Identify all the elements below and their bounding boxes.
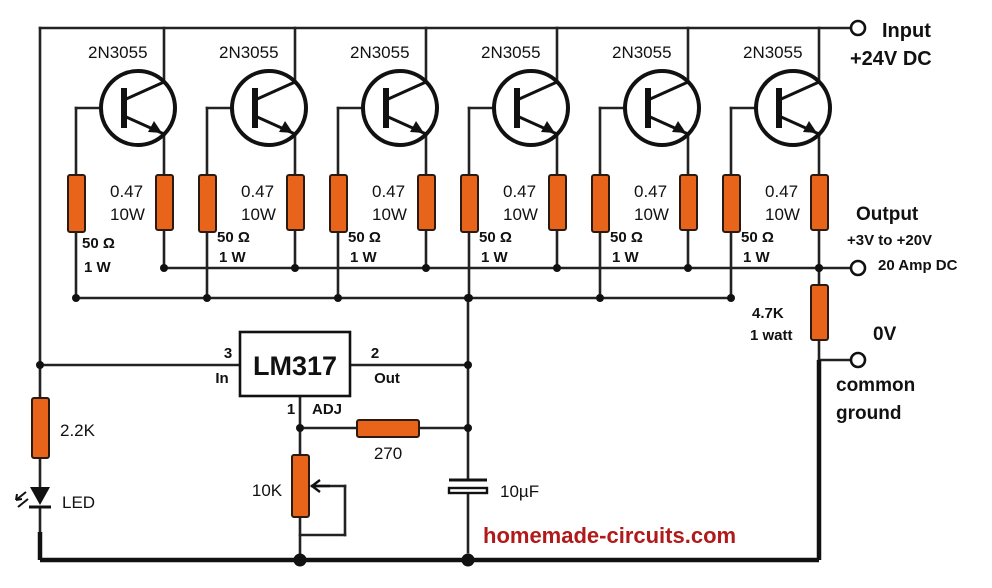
wiper-arrow-icon xyxy=(310,479,330,493)
lm317-body xyxy=(238,330,352,398)
base-resistor xyxy=(722,174,741,233)
emitter-resistor xyxy=(548,174,567,231)
emitter-resistor xyxy=(810,174,829,231)
transistor-stage: 2N3055 0.47 10W 50 Ω 1 W xyxy=(591,26,701,302)
base-resistor-value: 50 Ω xyxy=(348,229,381,246)
output-range: +3V to +20V xyxy=(847,232,932,249)
transistor-part: 2N3055 xyxy=(481,43,541,62)
base-resistor-watt: 1 W xyxy=(612,249,640,266)
base-resistor-value: 50 Ω xyxy=(479,229,512,246)
transistor-part: 2N3055 xyxy=(350,43,410,62)
ground-terminal xyxy=(849,351,867,369)
capacitor-value: 10µF xyxy=(500,482,539,501)
input-terminal xyxy=(849,19,867,37)
output-current: 20 Amp DC xyxy=(878,257,958,274)
emitter-resistor-watt: 10W xyxy=(503,205,538,224)
bleeder-watt: 1 watt xyxy=(750,327,793,344)
bleeder-resistor: 4.7K 1 watt xyxy=(750,284,829,344)
emitter-arrow-icon xyxy=(672,121,686,133)
pin-adj-label: ADJ xyxy=(312,401,342,418)
emitter-resistor-watt: 10W xyxy=(634,205,669,224)
emitter-arrow-icon xyxy=(148,121,162,133)
lm317-regulator: LM317 3 In 2 Out 1 ADJ xyxy=(215,330,400,418)
terminals xyxy=(849,19,867,369)
emitter-arrow-icon xyxy=(541,121,555,133)
base-resistor-value: 50 Ω xyxy=(741,229,774,246)
input-voltage: +24V DC xyxy=(850,48,932,70)
base-resistor-value: 50 Ω xyxy=(82,235,115,252)
pin-in-label: In xyxy=(215,370,228,387)
watermark: homemade-circuits.com xyxy=(483,523,736,548)
ground-line2: ground xyxy=(836,403,901,424)
pin-adj-number: 1 xyxy=(287,401,295,418)
transistor-part: 2N3055 xyxy=(612,43,672,62)
pot-value: 10K xyxy=(252,481,283,500)
base-resistor xyxy=(591,174,610,233)
terminal-labels: Input +24V DC Output +3V to +20V 20 Amp … xyxy=(836,20,958,424)
base-resistor-watt: 1 W xyxy=(84,259,112,276)
emitter-resistor xyxy=(679,174,698,231)
output-label: Output xyxy=(856,204,919,225)
emitter-resistor-value: 0.47 xyxy=(110,182,143,201)
transistor-part: 2N3055 xyxy=(88,43,148,62)
base-resistor-watt: 1 W xyxy=(481,249,509,266)
light-rays-icon xyxy=(15,491,29,508)
led-label: LED xyxy=(62,493,95,512)
adj-resistor: 270 xyxy=(356,419,420,463)
pin-out-number: 2 xyxy=(371,345,379,362)
transistor-stage: 2N3055 0.47 10W 50 Ω 1 W xyxy=(67,26,177,302)
emitter-arrow-icon xyxy=(410,121,424,133)
ground-label: 0V xyxy=(873,324,897,345)
emitter-resistor-value: 0.47 xyxy=(634,182,667,201)
transistor-stage: 2N3055 0.47 10W 50 Ω 1 W xyxy=(198,26,308,302)
emitter-resistor-watt: 10W xyxy=(110,205,145,224)
base-resistor-watt: 1 W xyxy=(743,249,771,266)
emitter-arrow-icon xyxy=(279,121,293,133)
emitter-resistor-value: 0.47 xyxy=(241,182,274,201)
transistor-stage: 2N3055 0.47 10W 50 Ω 1 W xyxy=(460,26,570,302)
capacitor: 10µF xyxy=(447,478,539,501)
pin-in-number: 3 xyxy=(224,345,232,362)
ground-bus xyxy=(37,360,822,563)
base-resistor xyxy=(460,174,479,233)
base-resistor-value: 50 Ω xyxy=(610,229,643,246)
led-resistor-value: 2.2K xyxy=(60,421,96,440)
adj-resistor-value: 270 xyxy=(374,444,402,463)
emitter-arrow-icon xyxy=(803,121,817,133)
pin-out-label: Out xyxy=(374,370,400,387)
transistor-stage: 2N3055 0.47 10W 50 Ω 1 W xyxy=(722,26,832,302)
emitter-resistor xyxy=(286,174,305,231)
emitter-resistor-value: 0.47 xyxy=(372,182,405,201)
input-label: Input xyxy=(882,20,931,42)
transistor-part: 2N3055 xyxy=(219,43,279,62)
transistor-stages: 2N3055 0.47 10W 50 Ω 1 W 2N3055 0.47 10W 50 Ω 1 W… xyxy=(67,26,832,302)
emitter-resistor-watt: 10W xyxy=(372,205,407,224)
base-resistor xyxy=(329,174,348,233)
base-resistor xyxy=(67,174,86,233)
bleeder-value: 4.7K xyxy=(752,305,784,322)
ground-line1: common xyxy=(836,375,915,396)
transistor-stage: 2N3055 0.47 10W 50 Ω 1 W xyxy=(329,26,439,302)
base-resistor-value: 50 Ω xyxy=(217,229,250,246)
emitter-resistor-watt: 10W xyxy=(765,205,800,224)
junctions xyxy=(36,264,823,567)
emitter-resistor xyxy=(155,174,174,231)
led: LED xyxy=(15,487,95,512)
emitter-resistor xyxy=(417,174,436,231)
emitter-resistor-value: 0.47 xyxy=(503,182,536,201)
output-terminal xyxy=(849,259,867,277)
transistor-part: 2N3055 xyxy=(743,43,803,62)
emitter-resistor-value: 0.47 xyxy=(765,182,798,201)
emitter-resistor-watt: 10W xyxy=(241,205,276,224)
potentiometer: 10K xyxy=(252,454,330,518)
base-resistor xyxy=(198,174,217,233)
led-icon xyxy=(30,487,50,505)
lm317-name: LM317 xyxy=(253,351,337,381)
led-resistor: 2.2K xyxy=(31,397,96,459)
base-resistor-watt: 1 W xyxy=(219,249,247,266)
base-resistor-watt: 1 W xyxy=(350,249,378,266)
